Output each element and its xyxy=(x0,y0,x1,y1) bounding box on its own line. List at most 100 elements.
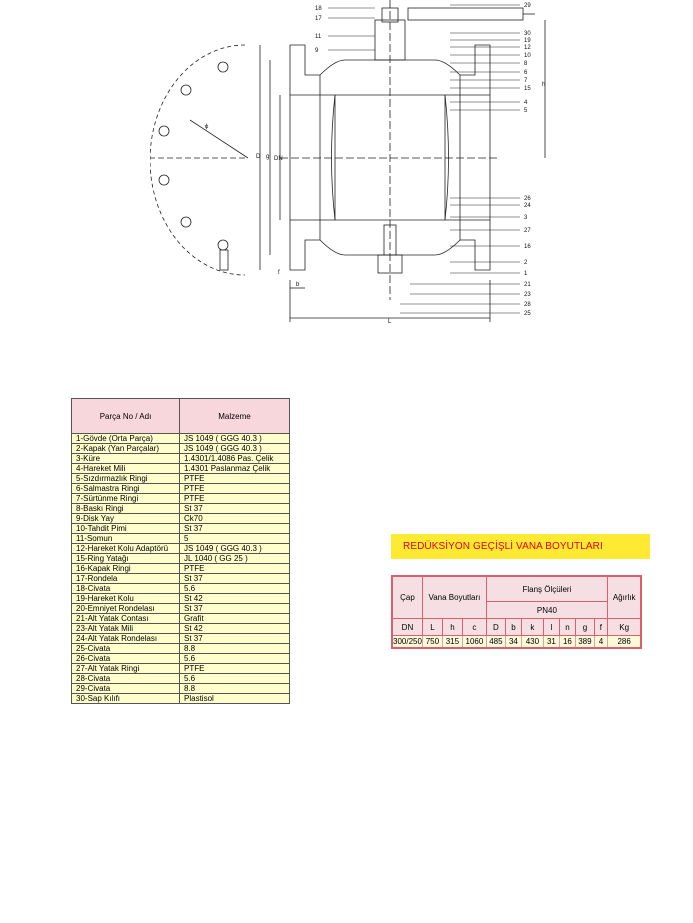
material-cell: JS 1049 ( GGG 40.3 ) xyxy=(179,433,290,444)
part-name-cell: 17-Rondela xyxy=(71,573,180,584)
part-name-cell: 25-Civata xyxy=(71,643,180,654)
callout-number: 15 xyxy=(524,86,531,92)
part-name-cell: 24-Alt Yatak Rondelası xyxy=(71,633,180,644)
part-name-cell: 3-Küre xyxy=(71,453,180,464)
dim-f: f xyxy=(278,270,280,276)
dim-DN: DN xyxy=(274,156,283,162)
part-name-cell: 29-Civata xyxy=(71,683,180,694)
callout-number: 8 xyxy=(524,61,528,67)
dim-value-cell: 315 xyxy=(441,635,463,649)
dim-column-header: Kg xyxy=(606,618,642,636)
dim-value-cell: 1060 xyxy=(461,635,487,649)
material-cell: 5.6 xyxy=(179,583,290,594)
callout-number: 9 xyxy=(315,48,319,54)
material-cell: Plastisol xyxy=(179,693,290,704)
callout-number: 3 xyxy=(524,215,528,221)
bolt-hole xyxy=(217,61,229,73)
dim-value-cell: 4 xyxy=(593,635,608,649)
callout-number: 24 xyxy=(524,203,531,209)
part-name-cell: 30-Sap Kılıfı xyxy=(71,693,180,704)
dimensions-title: REDÜKSİYON GEÇİŞLİ VANA BOYUTLARI xyxy=(391,534,650,559)
dim-value-cell: 300/250 xyxy=(391,635,423,649)
callout-number: 21 xyxy=(524,282,531,288)
dim-phi: ϕ xyxy=(205,124,209,130)
dim-column-header: f xyxy=(593,618,608,636)
callout-number: 28 xyxy=(524,302,531,308)
dim-value-cell: 750 xyxy=(421,635,443,649)
dim-column-header: c xyxy=(461,618,487,636)
material-cell: St 37 xyxy=(179,573,290,584)
dim-value-cell: 16 xyxy=(558,635,576,649)
material-cell: 8.8 xyxy=(179,643,290,654)
dim-value-cell: 31 xyxy=(542,635,560,649)
material-cell: 5 xyxy=(179,533,290,544)
dim-h: h xyxy=(542,82,545,88)
material-cell: PTFE xyxy=(179,483,290,494)
callout-number: 12 xyxy=(524,45,531,51)
dim-g: g xyxy=(266,154,269,160)
part-name-cell: 15-Ring Yatağı xyxy=(71,553,180,564)
material-cell: PTFE xyxy=(179,473,290,484)
dim-value-cell: 389 xyxy=(574,635,595,649)
callout-number: 29 xyxy=(524,3,531,9)
table-row: 1-Gövde (Orta Parça)JS 1049 ( GGG 40.3 ) xyxy=(71,433,290,444)
header-vana-boyutlari: Vana Boyutları xyxy=(421,575,487,619)
material-cell: St 42 xyxy=(179,593,290,604)
part-name-cell: 12-Hareket Kolu Adaptörü xyxy=(71,543,180,554)
header-pn: PN40 xyxy=(485,601,608,619)
part-name-cell: 16-Kapak Ringi xyxy=(71,563,180,574)
material-cell: Ck70 xyxy=(179,513,290,524)
material-cell: Grafit xyxy=(179,613,290,624)
part-name-cell: 20-Emniyet Rondelası xyxy=(71,603,180,614)
dim-value-cell: 286 xyxy=(606,635,642,649)
material-cell: 1.4301/1.4086 Pas. Çelik xyxy=(179,453,290,464)
left-flange xyxy=(289,44,321,271)
material-cell: JS 1049 ( GGG 40.3 ) xyxy=(179,543,290,554)
material-cell: JL 1040 ( GG 25 ) xyxy=(179,553,290,564)
part-name-cell: 10-Tahdit Pimi xyxy=(71,523,180,534)
material-cell: St 42 xyxy=(179,623,290,634)
bolt-hole xyxy=(158,174,170,186)
part-name-cell: 11-Somun xyxy=(71,533,180,544)
callout-number: 26 xyxy=(524,196,531,202)
callout-number: 2 xyxy=(524,260,528,266)
parts-header-material: Malzeme xyxy=(179,398,290,434)
dim-column-header: l xyxy=(542,618,560,636)
material-cell: St 37 xyxy=(179,633,290,644)
part-name-cell: 5-Sızdırmazlık Ringi xyxy=(71,473,180,484)
dim-L: L xyxy=(388,319,392,325)
callout-number: 7 xyxy=(524,78,528,84)
dim-column-header: L xyxy=(421,618,443,636)
callout-number: 17 xyxy=(315,16,322,22)
callout-number: 6 xyxy=(524,70,528,76)
callout-number: 16 xyxy=(524,244,531,250)
material-cell: PTFE xyxy=(179,563,290,574)
dim-column-header: g xyxy=(574,618,595,636)
callout-number: 25 xyxy=(524,311,531,317)
part-name-cell: 18-Civata xyxy=(71,583,180,594)
right-flange xyxy=(459,44,491,271)
header-agirlik: Ağırlık xyxy=(606,575,642,619)
dim-column-header: b xyxy=(504,618,522,636)
dim-value-cell: 34 xyxy=(504,635,522,649)
part-name-cell: 23-Alt Yatak Mili xyxy=(71,623,180,634)
callout-number: 5 xyxy=(524,108,528,114)
material-cell: St 37 xyxy=(179,523,290,534)
